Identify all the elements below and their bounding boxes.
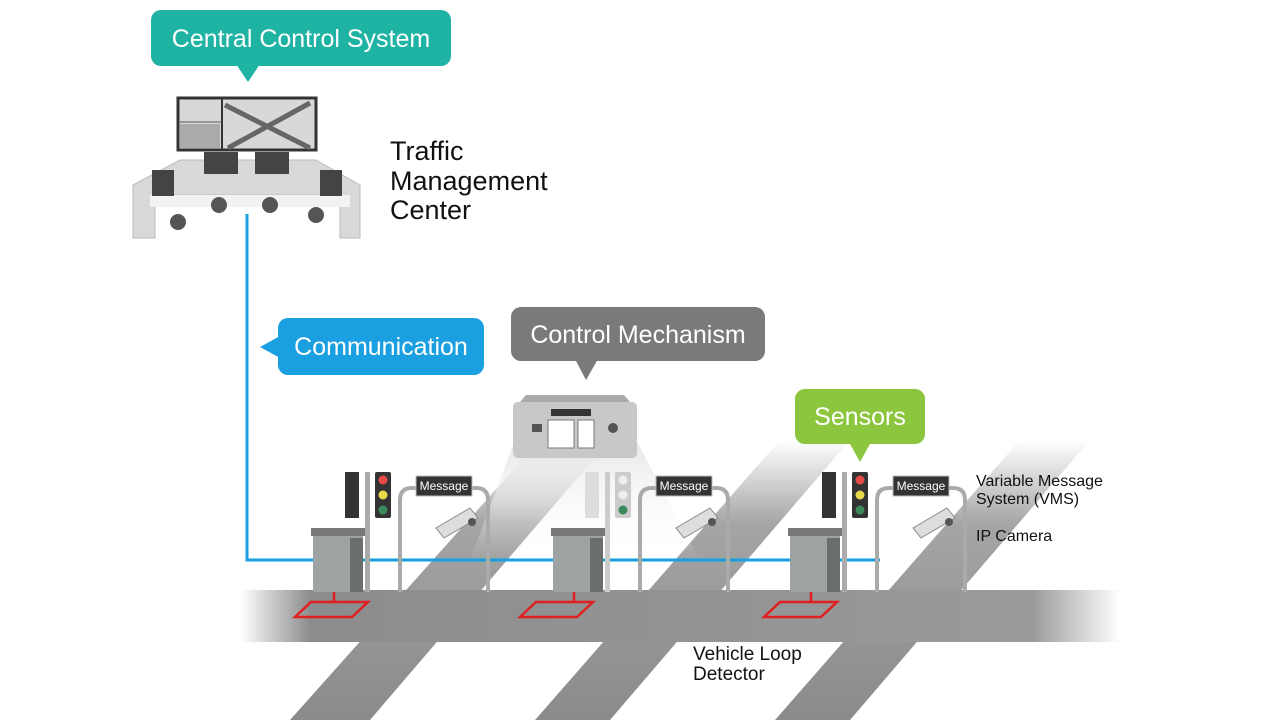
loop-detector bbox=[760, 600, 841, 619]
loop-detector-label-line2: Detector bbox=[693, 664, 765, 685]
tmc-label-line2: Management bbox=[390, 166, 548, 196]
horizontal-road bbox=[240, 590, 1120, 642]
ip-camera bbox=[912, 507, 956, 539]
loop-detector bbox=[516, 600, 597, 619]
central-control-system-label: Central Control System bbox=[172, 25, 430, 53]
station-3: Message bbox=[760, 472, 967, 619]
control-mechanism-bubble: Control Mechanism bbox=[511, 307, 765, 380]
sensors-label: Sensors bbox=[814, 403, 906, 431]
control-mechanism-label: Control Mechanism bbox=[530, 321, 745, 349]
station-2: Message bbox=[516, 472, 730, 619]
loop-detector bbox=[291, 600, 372, 619]
communication-line bbox=[245, 214, 880, 562]
message-sign bbox=[655, 475, 713, 497]
communication-label: Communication bbox=[294, 333, 468, 361]
tmc-label-line1: Traffic bbox=[390, 136, 464, 166]
message-sign-text: Message bbox=[660, 479, 709, 493]
ip-camera-label: IP Camera bbox=[976, 528, 1052, 545]
station-1: Message bbox=[291, 472, 490, 619]
tmc-label-line3: Center bbox=[390, 195, 471, 225]
diagonal-road-3 bbox=[775, 440, 1090, 720]
diagonal-road-2 bbox=[535, 440, 850, 720]
traffic-controller-unit bbox=[513, 395, 637, 458]
central-control-system-bubble: Central Control System bbox=[151, 10, 451, 82]
message-sign bbox=[892, 475, 950, 497]
vms-label-line2: System (VMS) bbox=[976, 491, 1079, 508]
communication-bubble: Communication bbox=[260, 318, 484, 375]
ip-camera bbox=[435, 507, 479, 539]
loop-detector-label-line1: Vehicle Loop bbox=[693, 644, 802, 665]
sensors-bubble: Sensors bbox=[795, 389, 925, 462]
message-sign bbox=[415, 475, 473, 497]
vms-label-line1: Variable Message bbox=[976, 473, 1103, 490]
message-sign-text: Message bbox=[897, 479, 946, 493]
ip-camera bbox=[675, 507, 719, 539]
message-sign-text: Message bbox=[420, 479, 469, 493]
traffic-management-center-illustration bbox=[132, 96, 361, 239]
